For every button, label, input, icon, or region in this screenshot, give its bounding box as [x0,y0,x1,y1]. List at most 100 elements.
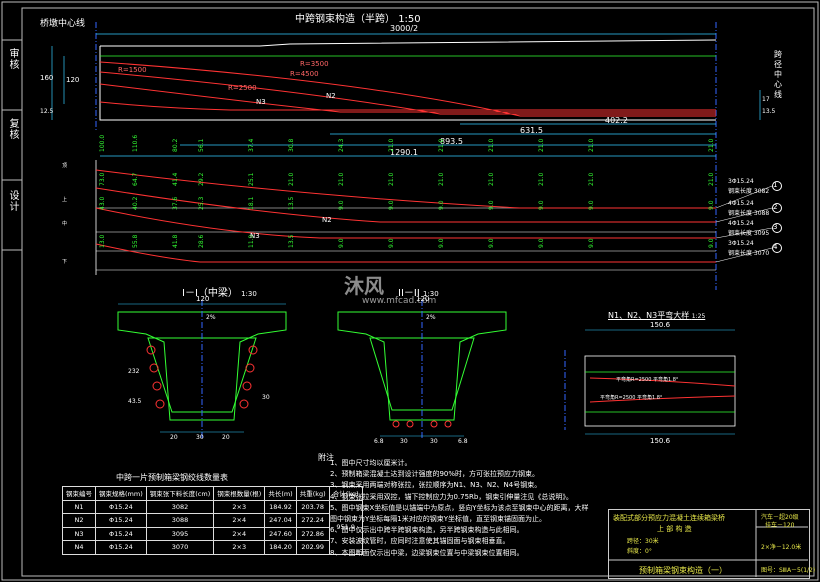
profile-value: 64.7 [132,172,139,186]
bend-detail [564,329,736,435]
dim-12901-label: 1290.1 [390,148,418,157]
section-2-width: 120 [416,295,430,303]
callout-spec-4: 3Φ15.24 [728,240,754,247]
tb-sub: 上 部 构 造 [657,525,692,533]
profile-value: 21.0 [338,172,345,186]
section-2-dim-b: 30 [400,438,408,445]
table-row: N4 Φ15.24 3070 2×3 184.20 202.99 [62,540,363,555]
table-cell: 2×4 [213,526,266,541]
detail-dim-bottom: 150.6 [650,437,671,445]
profile-value: 9.0 [388,200,395,210]
profile-value: 21.0 [708,172,715,186]
dim-top-label: 3000/2 [390,24,419,33]
note-item: 6、图中仅示出中跨半跨钢束构造，另半跨钢束构造与此相同。 [330,526,524,535]
tendon-n2 [99,71,716,115]
section-1-1 [117,300,287,440]
profile-value: 100.0 [99,134,106,152]
section-1-dim-b: 30 [196,434,204,441]
profile-value: 25.3 [198,196,205,210]
callout-len-4: 钢束长度 3070 [728,250,770,257]
section-1-dim-a: 20 [170,434,178,441]
small-dim-2: 17 [762,96,770,103]
profile-value: 9.0 [588,238,595,248]
profile-value: 18.1 [248,196,255,210]
profile-value: 21.0 [588,172,595,186]
section-1-dim-d: 43.5 [128,398,142,405]
notes-list: 1、图中尺寸均以厘米计。 2、预制箱梁混凝土达到设计强度的90%时，方可张拉预应… [330,458,605,559]
profile-value: 9.0 [538,238,545,248]
profile-value: 21.0 [708,138,715,152]
profile-value: 9.0 [388,238,395,248]
tendon-label-n2: N2 [326,92,336,100]
girder-top [100,39,717,47]
profile-value: 80.2 [172,138,179,152]
sidebar-cell-design: 设计 [7,190,18,212]
detail-label-2: 平弯角R=2500 平弯角1.8° [600,395,663,401]
profile-value: 9.0 [538,200,545,210]
table-header: 钢束规格(mm) [95,486,147,501]
tendon-label-n3: N3 [256,98,266,106]
table-header: 钢束张下料长度(cm) [145,486,215,501]
tendon-n4 [99,101,716,111]
table-cell: 247.60 [264,526,297,541]
section-2-slope: 2% [426,314,436,321]
dim-6315-label: 631.5 [520,126,543,135]
table-cell: 3095 [145,526,215,541]
table-cell: Φ15.24 [95,499,147,514]
callout-num-4: 4 [773,243,778,251]
table-header: 钢束编号 [62,486,96,501]
callout-spec-1: 3Φ15.24 [728,178,754,185]
profile-value: 24.3 [338,138,345,152]
table-cell: Φ15.24 [95,526,147,541]
profile-value: 40.2 [132,196,139,210]
table-header: 共长(m) [264,486,297,501]
section-2-dim-a: 6.8 [374,438,384,445]
callout-circle-4 [772,243,782,253]
small-dim-3: 13.5 [762,108,776,115]
profile-n3-label: N3 [250,232,260,240]
watermark-brand: 沐风 [344,274,384,298]
profile-value: 28.6 [198,234,205,248]
section-2-2 [337,300,507,440]
note-item: 5、图中钢束X坐标值是以锚端中为原点，竖向Y坐标为该点至钢束中心的距离，大样 [330,503,589,512]
callout-spec-3: 4Φ15.24 [728,220,754,227]
profile-value: 9.0 [708,238,715,248]
tb-span: 跨径：30米 [627,538,659,545]
tendon-n1 [99,61,716,117]
profile-value: 9.0 [488,238,495,248]
small-dim-1: 12.5 [40,108,54,115]
profile-value: 9.0 [338,200,345,210]
section-2-dim-d: 6.8 [458,438,468,445]
table-row: N2 Φ15.24 3088 2×4 247.04 272.24 [62,513,363,528]
profile-n2-label: N2 [322,216,332,224]
tb-project: 装配式部分预应力混凝土连续箱梁桥 [613,514,725,522]
profile-value: 13.5 [288,234,295,248]
profile-value: 21.0 [438,138,445,152]
table-cell: 2×4 [213,513,266,528]
profile-value: 21.0 [488,138,495,152]
radius-label-4: R=1500 [118,66,147,74]
table-cell: 3082 [145,499,215,514]
title-block-grid [608,509,808,577]
profile-value: 21.0 [488,172,495,186]
section-1-dim-c: 20 [222,434,230,441]
radius-label-2: R=2500 [228,84,257,92]
callout-circle-2 [772,203,782,213]
table-cell: 202.99 [295,540,330,555]
profile-value: 21.0 [388,138,395,152]
profile-row-label: 上 [62,197,68,203]
profile-tendon-3 [95,207,716,239]
tendon-n3 [99,83,716,113]
top-view-scale: 1:50 [398,14,421,25]
profile-value: 9.0 [588,200,595,210]
table-total: 951.9 [328,499,363,555]
profile-tendon-1 [95,169,716,209]
profile-value: 43.0 [99,196,106,210]
table-cell: 3070 [145,540,215,555]
note-item: 3、钢束采用两端对称张拉，张拉顺序为N1、N3、N2、N4号钢束。 [330,481,542,490]
detail-title: N1、N2、N3平弯大样 1:25 [608,310,705,321]
section-1-title: I－I（中梁） 1:30 [182,284,257,299]
callout-num-3: 3 [773,223,778,231]
profile-tendon-2 [95,187,716,223]
